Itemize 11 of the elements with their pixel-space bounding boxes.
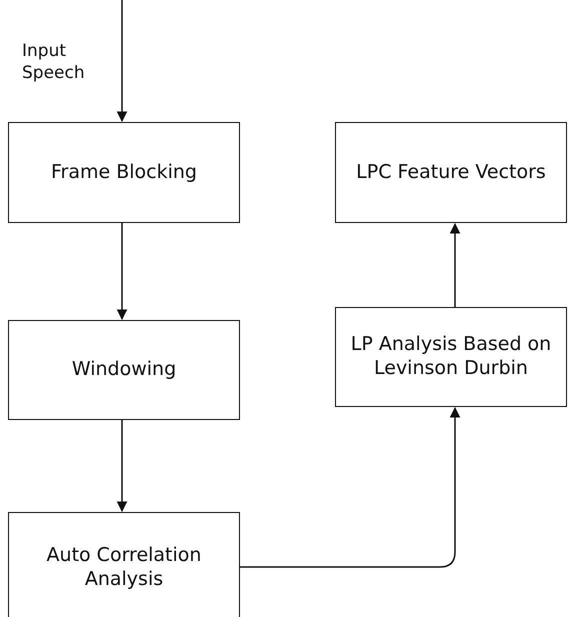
edge-label: Input Speech [22, 40, 85, 84]
arrow [240, 406, 460, 568]
arrow [116, 0, 128, 122]
process-box: Auto Correlation Analysis [8, 512, 240, 617]
arrow [450, 222, 460, 307]
process-box: Windowing [8, 320, 240, 420]
arrow [116, 420, 128, 512]
process-box: Frame Blocking [8, 122, 240, 223]
process-box: LPC Feature Vectors [335, 122, 567, 223]
arrow [116, 223, 128, 320]
process-box: LP Analysis Based on Levinson Durbin [335, 307, 567, 407]
